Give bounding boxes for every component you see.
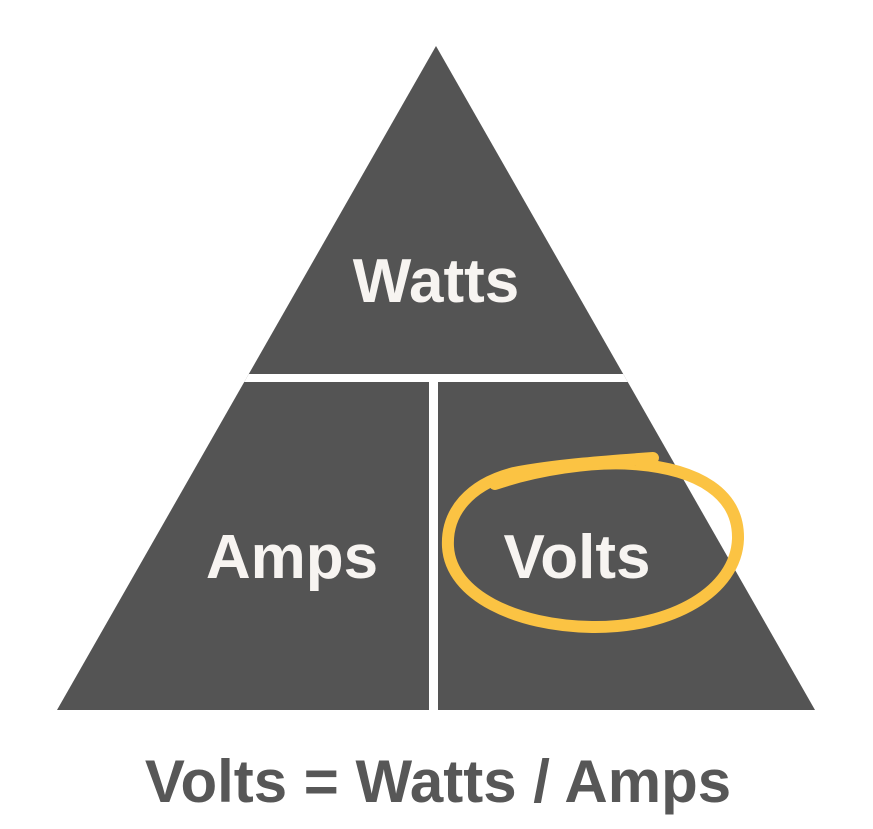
watts-label: Watts <box>353 247 519 316</box>
amps-label: Amps <box>206 523 378 592</box>
volts-label: Volts <box>504 523 651 592</box>
vertical-divider <box>429 374 438 710</box>
highlight-circle-annotation <box>441 452 745 634</box>
formula-text: Volts = Watts / Amps <box>145 748 731 815</box>
horizontal-divider <box>225 374 695 382</box>
